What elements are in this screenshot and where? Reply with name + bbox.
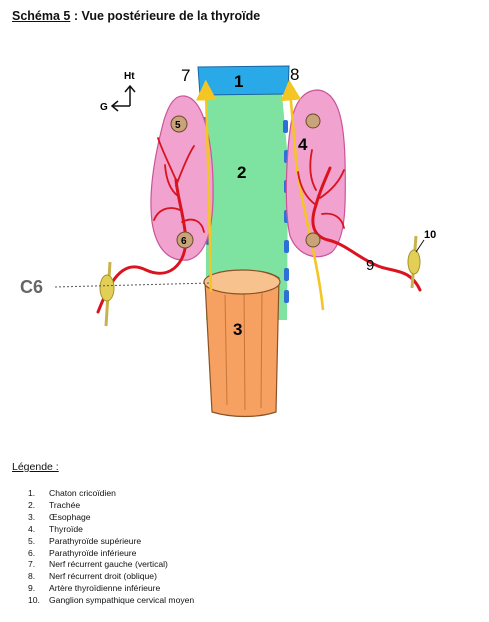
diagram-title: Schéma 5 : Vue postérieure de la thyroïd… [12,9,260,23]
left-recurrent-nerve [195,79,217,293]
label-9: 9 [366,257,374,274]
title-prefix: Schéma 5 [12,9,71,23]
label-6: 6 [181,236,187,247]
legend-item: 9.Artère thyroïdienne inférieure [28,583,161,594]
c6-level-line [54,282,211,288]
parathyroid-inferior-right [305,232,321,248]
parathyroid-superior-left [170,115,188,133]
compass-up-label: Ht [124,71,135,82]
legend-title: Légende : [12,461,59,473]
legend-item: 2.Trachée [28,499,81,510]
label-7: 7 [181,66,190,85]
parathyroid-inferior-left [176,231,194,249]
label-8: 8 [290,65,299,84]
compass-left-label: G [100,102,108,113]
title-text: : Vue postérieure de la thyroïde [70,9,261,23]
thyroid-left-lobe [150,95,214,261]
orientation-compass: Ht G [100,71,136,113]
cricoid-cartilage [197,65,290,96]
legend-item: 1.Chaton cricoïdien [28,488,116,498]
label-3: 3 [233,320,242,339]
label-5: 5 [175,120,181,131]
legend-item: 4.Thyroïde [28,523,83,534]
esophagus-top [203,269,281,295]
legend-item: 7.Nerf récurrent gauche (vertical) [28,559,168,570]
label-4: 4 [298,135,308,154]
legend-item: 6.Parathyroïde inférieure [28,547,137,558]
legend-item: 5.Parathyroïde supérieure [28,535,142,546]
label-10-leader [415,239,425,253]
legend-item: 8.Nerf récurrent droit (oblique) [28,571,157,582]
legend-item: 10.Ganglion sympathique cervical moyen [28,595,195,606]
ganglion-left [99,274,115,302]
legend-item: 3.Œsophage [28,511,91,522]
sympathetic-trunk-left [99,261,115,327]
c6-label: C6 [20,277,43,297]
legend-list: 1.Chaton cricoïdien 2.Trachée 3.Œsophage… [28,488,194,607]
parathyroid-superior-right [305,113,321,129]
inferior-thyroid-arteries [96,137,422,314]
sympathetic-trunk-right [407,235,421,289]
label-1: 1 [234,72,243,91]
right-recurrent-nerve [280,79,325,311]
ganglion-right [407,249,421,275]
esophagus-folds [224,289,263,411]
label-2: 2 [237,163,246,182]
label-10: 10 [424,229,436,241]
trachea [206,94,288,320]
